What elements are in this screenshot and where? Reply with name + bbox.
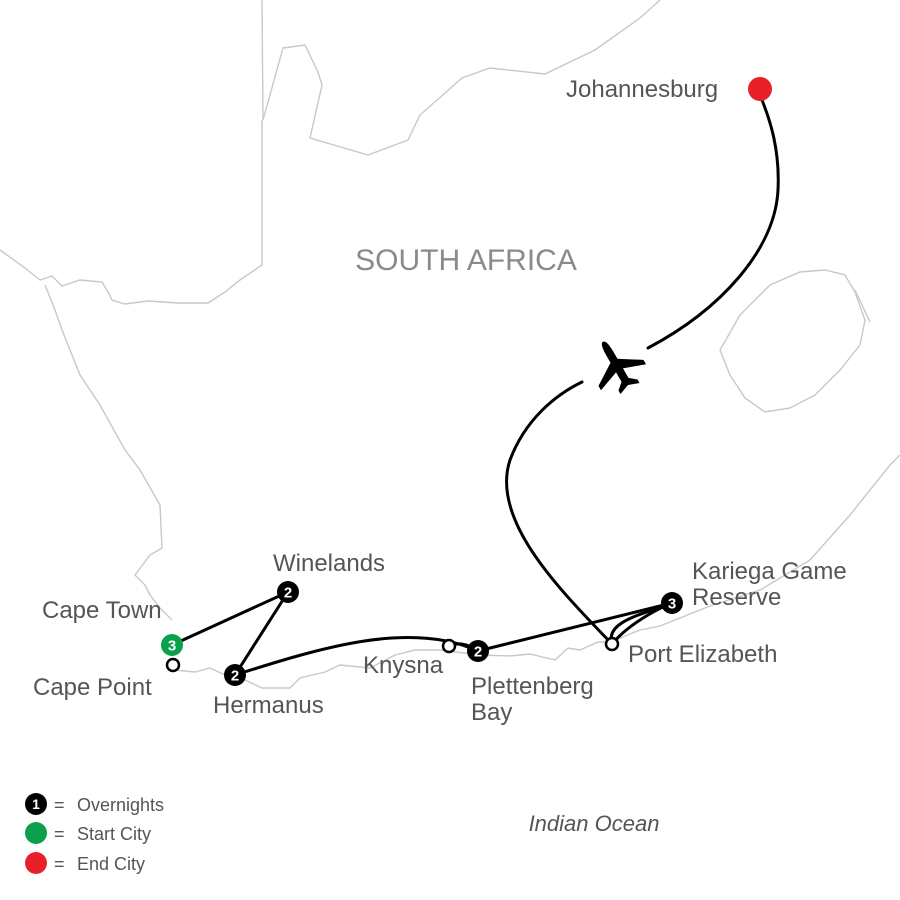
legend-end-city: = End City <box>25 852 145 874</box>
airplane-icon <box>598 341 647 395</box>
country-borders <box>0 0 900 689</box>
legend-start-separator: = <box>54 824 65 844</box>
label-knysna: Knysna <box>363 652 444 679</box>
legend-overnights-separator: = <box>54 795 65 815</box>
label-port-elizabeth: Port Elizabeth <box>628 641 777 668</box>
label-hermanus: Hermanus <box>213 692 324 719</box>
overnights-badge-cape-town: 3 <box>168 638 176 655</box>
marker-kariega-game-reserve[interactable]: 3 <box>661 592 683 614</box>
legend: 1 = Overnights = Start City = End City <box>25 793 164 874</box>
legend-overnights: 1 = Overnights <box>25 793 164 815</box>
label-cape-point: Cape Point <box>33 674 152 701</box>
route-cape-town-winelands <box>170 590 290 647</box>
label-plettenberg-line1: Plettenberg <box>471 673 594 700</box>
legend-overnights-label: Overnights <box>77 795 164 815</box>
legend-end-separator: = <box>54 854 65 874</box>
label-kariega-line2: Reserve <box>692 584 781 611</box>
route-flight-lower <box>505 380 614 646</box>
legend-overnights-badge: 1 <box>32 796 40 812</box>
legend-start-city: = Start City <box>25 822 151 844</box>
route-winelands-hermanus <box>233 590 290 677</box>
marker-port-elizabeth[interactable] <box>604 636 620 652</box>
label-plettenberg-line2: Bay <box>471 699 512 726</box>
label-winelands: Winelands <box>273 550 385 577</box>
overnights-badge-winelands: 2 <box>284 585 292 602</box>
marker-cape-town[interactable]: 3 <box>161 634 183 656</box>
label-kariega-line1: Kariega Game <box>692 558 847 585</box>
marker-johannesburg[interactable] <box>748 77 772 101</box>
overnights-badge-plettenberg-bay: 2 <box>474 644 482 661</box>
tour-route <box>170 98 780 677</box>
overnights-badge-kariega: 3 <box>668 596 676 613</box>
ocean-label: Indian Ocean <box>529 811 660 836</box>
label-johannesburg: Johannesburg <box>566 76 718 103</box>
marker-winelands[interactable]: 2 <box>277 581 299 603</box>
route-plettenberg-kariega <box>476 601 674 653</box>
country-label: SOUTH AFRICA <box>355 244 577 277</box>
legend-start-label: Start City <box>77 824 151 844</box>
marker-plettenberg-bay[interactable]: 2 <box>467 640 489 662</box>
marker-knysna[interactable] <box>441 638 457 654</box>
route-flight-upper <box>646 98 780 350</box>
marker-cape-point[interactable] <box>165 657 181 673</box>
label-cape-town: Cape Town <box>42 597 162 624</box>
legend-end-label: End City <box>77 854 145 874</box>
overnights-badge-hermanus: 2 <box>231 668 239 685</box>
marker-hermanus[interactable]: 2 <box>224 664 246 686</box>
